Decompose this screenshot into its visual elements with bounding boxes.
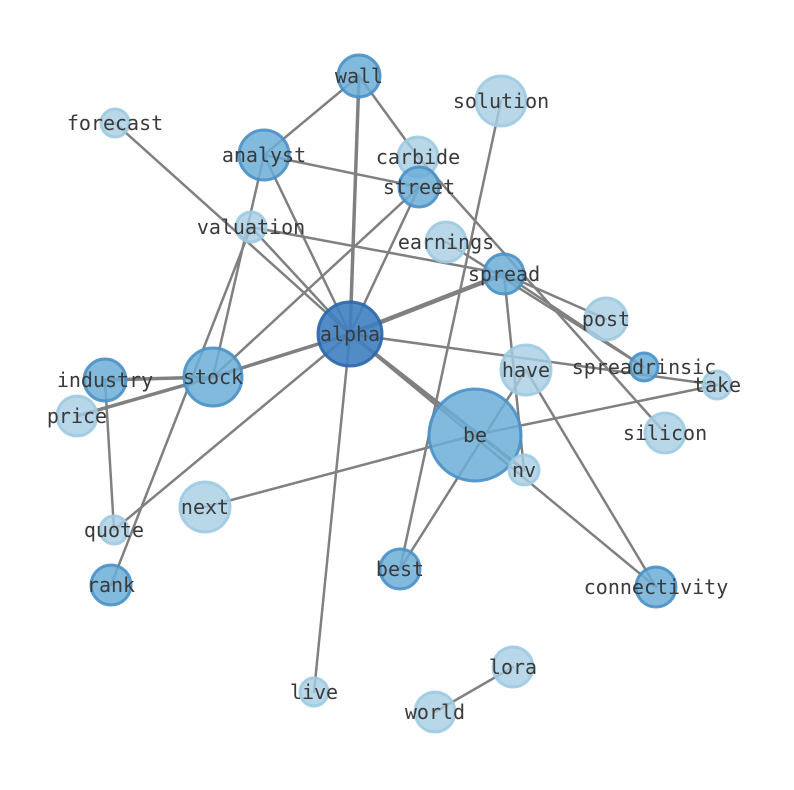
node-label-quote: quote	[84, 518, 144, 542]
node-world[interactable]	[413, 690, 457, 734]
node-post[interactable]	[583, 296, 629, 342]
edge-alpha-wall	[348, 74, 361, 336]
node-be[interactable]	[427, 387, 523, 483]
node-label-wall: wall	[335, 64, 383, 88]
node-label-take: take	[693, 373, 741, 397]
node-label-next: next	[181, 495, 229, 519]
node-stock[interactable]	[182, 346, 244, 408]
node-connectivity[interactable]	[634, 565, 678, 609]
node-label-post: post	[582, 307, 630, 331]
edge-carbide-silicon	[416, 155, 667, 435]
node-label-street: street	[383, 175, 455, 199]
node-industry[interactable]	[82, 357, 128, 403]
node-label-rank: rank	[87, 573, 135, 597]
node-spread[interactable]	[482, 252, 526, 296]
edge-analyst-stock	[211, 153, 266, 379]
edge-solution-best	[398, 99, 503, 571]
node-next[interactable]	[178, 480, 232, 534]
node-label-solution: solution	[453, 89, 549, 113]
node-label-connectivity: connectivity	[584, 575, 729, 599]
node-label-nv: nv	[512, 458, 536, 482]
node-layer	[55, 53, 733, 734]
node-earnings[interactable]	[424, 220, 468, 264]
node-lora[interactable]	[491, 645, 535, 689]
node-label-stock: stock	[183, 365, 243, 389]
node-label-valuation: valuation	[197, 215, 305, 239]
edge-have-connectivity	[524, 368, 658, 589]
edge-spread-spreadrinsic	[502, 272, 646, 369]
node-solution[interactable]	[474, 74, 528, 128]
node-label-carbide: carbide	[376, 145, 460, 169]
node-silicon[interactable]	[643, 411, 687, 455]
edge-alpha-quote	[112, 332, 352, 532]
node-label-be: be	[463, 423, 487, 447]
node-rank[interactable]	[89, 563, 133, 607]
node-label-have: have	[502, 358, 550, 382]
node-label-alpha: alpha	[320, 322, 380, 346]
node-label-spread: spread	[468, 262, 540, 286]
node-valuation[interactable]	[234, 210, 268, 244]
edge-valuation-spread	[249, 225, 506, 276]
node-label-spreadrinsic: spreadrinsic	[572, 355, 717, 379]
edge-layer	[75, 74, 719, 714]
node-have[interactable]	[499, 343, 553, 397]
node-forecast[interactable]	[99, 107, 131, 139]
node-best[interactable]	[378, 547, 422, 591]
node-price[interactable]	[55, 394, 99, 438]
node-label-world: world	[405, 700, 465, 724]
label-layer: wall solution forecast analyst carbide street…	[47, 64, 741, 724]
node-wall[interactable]	[336, 53, 382, 99]
node-live[interactable]	[298, 676, 330, 708]
node-label-silicon: silicon	[623, 421, 707, 445]
node-nv[interactable]	[507, 453, 541, 487]
node-street[interactable]	[397, 165, 441, 209]
node-take[interactable]	[701, 369, 733, 401]
node-label-earnings: earnings	[398, 230, 494, 254]
edge-alpha-live	[312, 332, 352, 694]
node-analyst[interactable]	[237, 128, 291, 182]
node-label-best: best	[376, 557, 424, 581]
node-label-industry: industry	[57, 368, 153, 392]
node-quote[interactable]	[98, 514, 130, 546]
edge-street-stock	[211, 185, 421, 379]
node-label-live: live	[290, 680, 338, 704]
node-spreadrinsic[interactable]	[628, 351, 660, 383]
edge-industry-quote	[103, 378, 116, 532]
node-label-price: price	[47, 404, 107, 428]
edge-valuation-rank	[109, 225, 253, 587]
node-label-analyst: analyst	[222, 143, 306, 167]
node-alpha[interactable]	[316, 300, 384, 368]
node-label-lora: lora	[489, 655, 537, 679]
node-label-forecast: forecast	[67, 111, 163, 135]
edge-alpha-forecast	[113, 121, 352, 336]
